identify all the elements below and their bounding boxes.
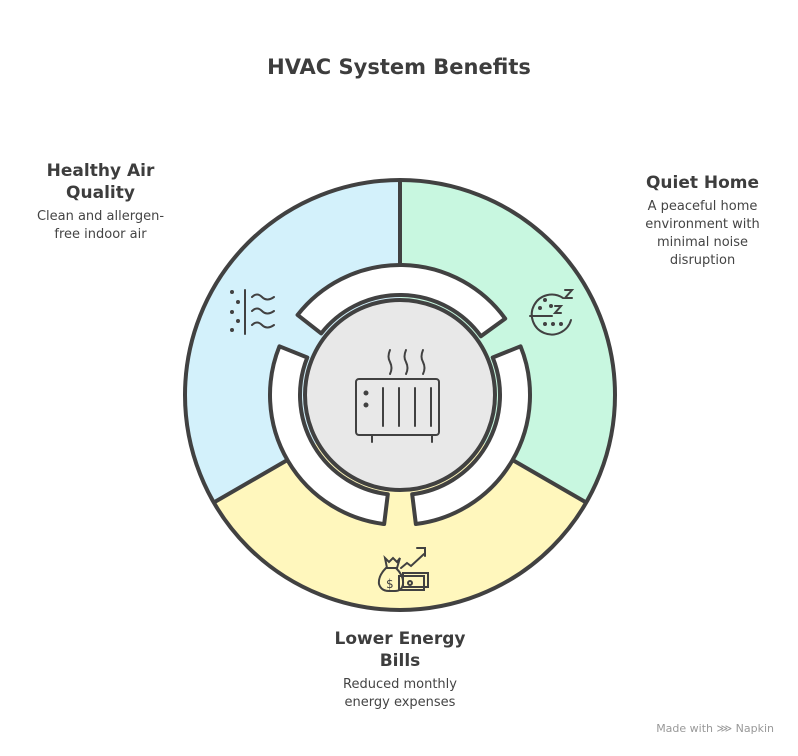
quiet-home-desc-4: disruption xyxy=(669,253,736,268)
inner-arc-segment xyxy=(295,263,508,339)
quiet-home-desc-2: environment with xyxy=(645,217,760,232)
radiator-heater-icon xyxy=(355,349,440,443)
money-savings-icon: $ xyxy=(377,547,429,592)
sleep-zzz-icon xyxy=(529,289,575,336)
quiet-home-desc-3: minimal noise xyxy=(656,235,749,250)
inner-arc-segment xyxy=(410,344,532,527)
healthy-air-title-2: Quality xyxy=(66,183,135,203)
lower-bills-desc-2: energy expenses xyxy=(344,695,456,710)
lower-bills-desc-1: Reduced monthly xyxy=(343,677,457,692)
healthy-air-desc-2: free indoor air xyxy=(54,227,147,242)
divider-line xyxy=(509,457,588,505)
inner-arc-segment xyxy=(268,344,390,527)
healthy-air-title-1: Healthy Air xyxy=(46,161,155,181)
label-quiet-home: Quiet Home A peaceful home environment wi… xyxy=(615,172,790,270)
diagram-title: HVAC System Benefits xyxy=(267,55,531,79)
lower-bills-title-2: Bills xyxy=(379,651,421,671)
air-filter-icon xyxy=(230,289,275,335)
divider-line xyxy=(212,457,291,505)
quiet-home-title: Quiet Home xyxy=(645,173,760,193)
quiet-home-desc-1: A peaceful home xyxy=(647,199,758,214)
napkin-watermark: Made with ⋙ Napkin xyxy=(656,722,774,735)
svg-text:$: $ xyxy=(386,577,394,591)
lower-bills-title-1: Lower Energy xyxy=(334,629,466,649)
healthy-air-desc-1: Clean and allergen- xyxy=(36,209,165,224)
